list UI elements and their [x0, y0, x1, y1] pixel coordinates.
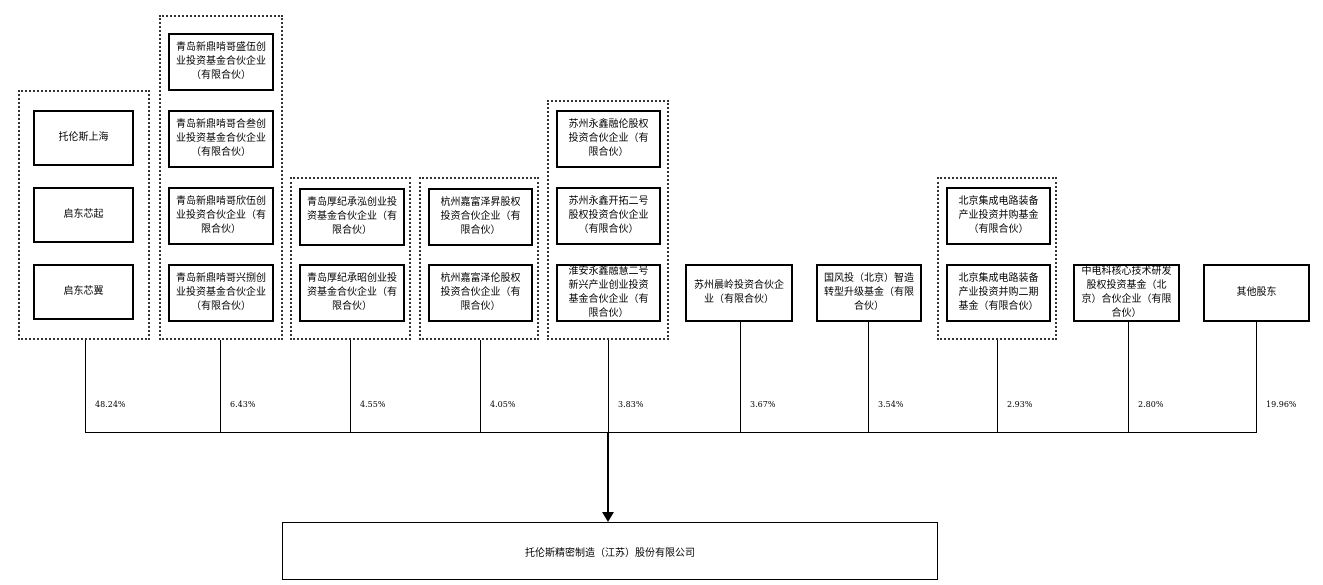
shareholder-group — [18, 90, 150, 340]
ownership-percent: 19.96% — [1266, 400, 1297, 409]
ownership-percent: 2.93% — [1007, 400, 1033, 409]
shareholder-name: 启东芯翼 — [63, 286, 104, 297]
connector-vertical — [1128, 322, 1129, 432]
shareholder-name: 启东芯起 — [63, 209, 104, 220]
ownership-percent: 4.05% — [490, 400, 516, 409]
ownership-percent: 48.24% — [95, 400, 126, 409]
shareholder-box: 北京集成电路装备产业投资并购基金（有限合伙） — [946, 187, 1051, 245]
shareholder-group — [547, 100, 669, 340]
shareholder-name: 青岛新鼎啃哥兴捌创业投资基金合伙企业（有限合伙） — [176, 273, 266, 312]
ownership-percent: 6.43% — [230, 400, 256, 409]
shareholder-group — [290, 177, 411, 340]
ownership-percent: 3.67% — [750, 400, 776, 409]
arrow-shaft — [607, 432, 609, 514]
shareholder-name: 苏州晨岭投资合伙企业（有限合伙） — [694, 280, 784, 305]
shareholder-box: 青岛新鼎啃哥欣伍创业投资合伙企业（有限合伙） — [168, 187, 274, 245]
shareholder-name: 青岛新鼎啃哥欣伍创业投资合伙企业（有限合伙） — [176, 196, 266, 235]
shareholder-box: 青岛新鼎啃哥盛伍创业投资基金合伙企业（有限合伙） — [168, 33, 274, 91]
shareholder-box: 苏州永鑫融伦股权投资合伙企业（有限合伙） — [556, 110, 661, 168]
shareholder-box: 淮安永鑫融慧二号新兴产业创业投资基金合伙企业（有限合伙） — [556, 264, 661, 322]
shareholder-box: 启东芯起 — [33, 187, 134, 243]
shareholder-name: 苏州永鑫融伦股权投资合伙企业（有限合伙） — [568, 119, 649, 158]
shareholder-box: 北京集成电路装备产业投资并购二期基金（有限合伙） — [946, 264, 1051, 322]
shareholder-name: 青岛厚纪承泓创业投资基金合伙企业（有限合伙） — [307, 197, 397, 236]
shareholder-box: 青岛新鼎啃哥兴捌创业投资基金合伙企业（有限合伙） — [168, 264, 274, 322]
shareholder-box: 托伦斯上海 — [33, 110, 134, 166]
shareholder-box: 启东芯翼 — [33, 264, 134, 320]
shareholder-box: 苏州永鑫开拓二号股权投资合伙企业（有限合伙） — [556, 187, 661, 245]
shareholder-group — [159, 15, 283, 340]
connector-vertical — [85, 340, 86, 432]
target-company-name: 托伦斯精密制造（江苏）股份有限公司 — [525, 547, 695, 559]
shareholder-box: 中电科核心技术研发股权投资基金（北京）合伙企业（有限合伙） — [1073, 264, 1180, 322]
shareholder-name: 中电科核心技术研发股权投资基金（北京）合伙企业（有限合伙） — [1081, 266, 1172, 319]
shareholder-box: 青岛厚纪承泓创业投资基金合伙企业（有限合伙） — [299, 188, 405, 246]
ownership-percent: 3.54% — [878, 400, 904, 409]
shareholder-name: 国风投（北京）智造转型升级基金（有限合伙） — [824, 273, 914, 312]
connector-vertical — [608, 340, 609, 432]
shareholder-name: 青岛新鼎啃哥盛伍创业投资基金合伙企业（有限合伙） — [176, 42, 266, 81]
connector-vertical — [480, 340, 481, 432]
shareholder-name: 淮安永鑫融慧二号新兴产业创业投资基金合伙企业（有限合伙） — [568, 266, 649, 319]
shareholder-box: 苏州晨岭投资合伙企业（有限合伙） — [685, 264, 793, 322]
connector-vertical — [997, 340, 998, 432]
shareholder-name: 青岛厚纪承昭创业投资基金合伙企业（有限合伙） — [307, 273, 397, 312]
connector-vertical — [350, 340, 351, 432]
shareholder-name: 杭州嘉富泽伦股权投资合伙企业（有限合伙） — [440, 273, 521, 312]
ownership-percent: 4.55% — [360, 400, 386, 409]
connector-horizontal — [85, 432, 1257, 433]
connector-vertical — [868, 322, 869, 432]
connector-vertical — [740, 322, 741, 432]
connector-vertical — [220, 340, 221, 432]
shareholder-name: 青岛新鼎啃哥合叁创业投资基金合伙企业（有限合伙） — [176, 119, 266, 158]
connector-vertical — [1256, 322, 1257, 432]
ownership-percent: 2.80% — [1138, 400, 1164, 409]
shareholder-box: 杭州嘉富泽伦股权投资合伙企业（有限合伙） — [428, 264, 533, 322]
shareholder-box: 青岛厚纪承昭创业投资基金合伙企业（有限合伙） — [299, 264, 405, 322]
shareholder-group — [937, 177, 1057, 340]
shareholder-name: 其他股东 — [1236, 287, 1277, 298]
shareholder-name: 北京集成电路装备产业投资并购基金（有限合伙） — [958, 196, 1039, 235]
target-company-box: 托伦斯精密制造（江苏）股份有限公司 — [282, 522, 938, 580]
shareholder-group — [419, 177, 539, 340]
shareholder-name: 杭州嘉富泽昇股权投资合伙企业（有限合伙） — [440, 197, 521, 236]
arrow-down-icon — [602, 512, 614, 522]
shareholder-box: 国风投（北京）智造转型升级基金（有限合伙） — [816, 264, 922, 322]
shareholder-box: 其他股东 — [1203, 264, 1310, 322]
shareholder-box: 青岛新鼎啃哥合叁创业投资基金合伙企业（有限合伙） — [168, 110, 274, 168]
shareholder-name: 托伦斯上海 — [58, 132, 109, 143]
shareholder-box: 杭州嘉富泽昇股权投资合伙企业（有限合伙） — [428, 188, 533, 246]
shareholder-name: 苏州永鑫开拓二号股权投资合伙企业（有限合伙） — [568, 196, 649, 235]
shareholder-name: 北京集成电路装备产业投资并购二期基金（有限合伙） — [958, 273, 1039, 312]
ownership-percent: 3.83% — [618, 400, 644, 409]
